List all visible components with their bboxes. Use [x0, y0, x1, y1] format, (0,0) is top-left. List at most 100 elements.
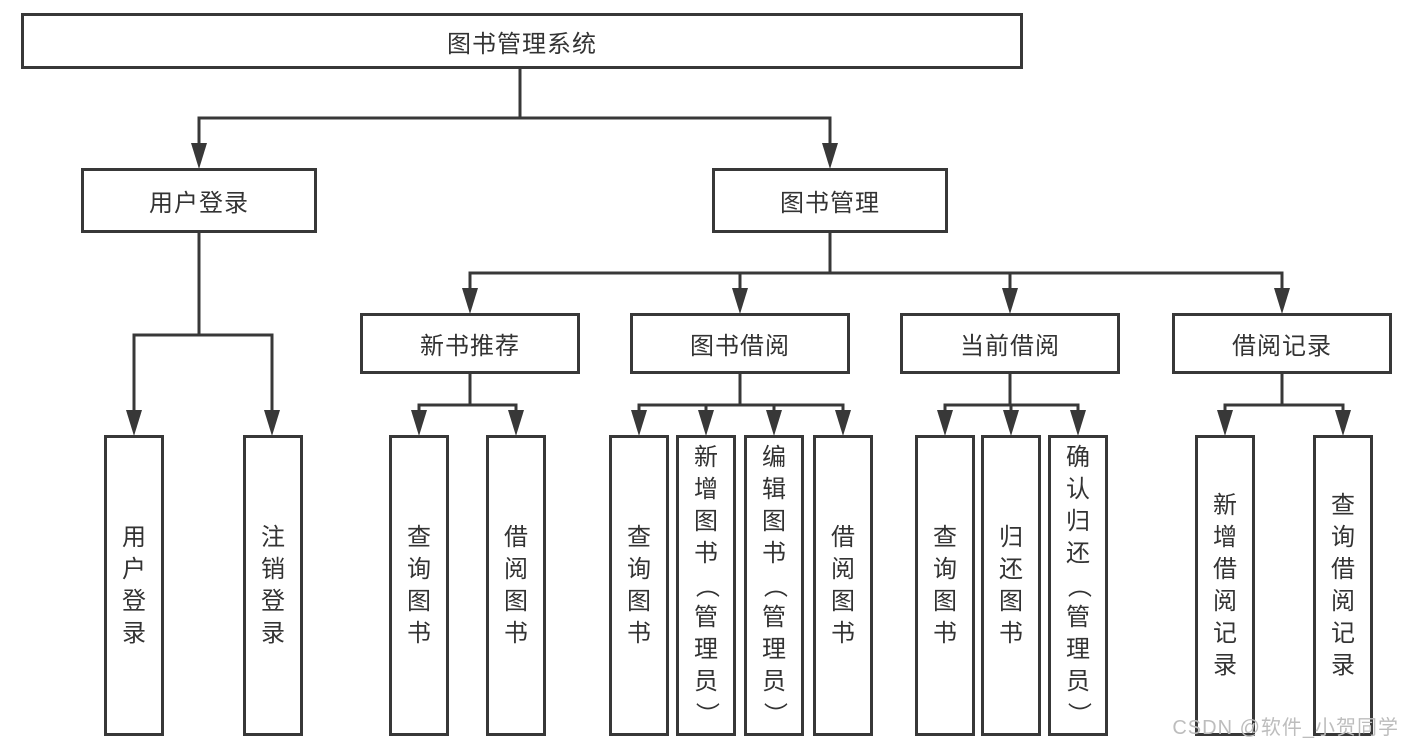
- vertical-label-char: 书: [933, 619, 957, 647]
- vertical-label-char: 新: [1213, 491, 1237, 519]
- vertical-label-char: 归: [1066, 507, 1090, 535]
- arrowhead-icon: [264, 410, 280, 436]
- arrowhead-icon: [937, 410, 953, 436]
- leaf-logout: 注销登录: [243, 435, 303, 736]
- vertical-label-char: 认: [1066, 475, 1090, 503]
- vertical-label-char: 询: [933, 555, 957, 583]
- vertical-label-char: 图: [933, 587, 957, 615]
- vertical-label-char: 理: [1066, 635, 1090, 663]
- vertical-label-char: 图: [504, 587, 528, 615]
- arrowhead-icon: [508, 410, 524, 436]
- arrowhead-icon: [698, 410, 714, 436]
- vertical-label-char: 管: [762, 603, 786, 631]
- arrowhead-icon: [411, 410, 427, 436]
- vertical-label-char: 阅: [831, 555, 855, 583]
- vertical-label-char: 查: [627, 523, 651, 551]
- vertical-label-char: ）: [693, 701, 720, 726]
- arrowhead-icon: [1217, 410, 1233, 436]
- vertical-label-char: 查: [407, 523, 431, 551]
- leaf-bor-edit-books: 编辑图书（管理员）: [744, 435, 804, 736]
- leaf-bor-borrow-books: 借阅图书: [813, 435, 873, 736]
- arrowhead-icon: [835, 410, 851, 436]
- connector-current-borrow: [943, 374, 1080, 412]
- vertical-label-char: 录: [1331, 651, 1355, 679]
- leaf-bor-query-books: 查询图书: [609, 435, 669, 736]
- vertical-label-char: 编: [762, 443, 786, 471]
- connector-user-login: [132, 233, 274, 412]
- vertical-label-char: 借: [831, 523, 855, 551]
- vertical-label-char: 注: [261, 523, 285, 551]
- csdn-watermark: CSDN @软件_小贺同学: [1172, 717, 1399, 739]
- vertical-label-char: ）: [761, 701, 788, 726]
- vertical-label-char: 录: [1213, 651, 1237, 679]
- vertical-label-char: 询: [407, 555, 431, 583]
- vertical-label-char: 管: [1066, 603, 1090, 631]
- node-book-mgmt: 图书管理: [712, 168, 948, 233]
- node-new-book-rec-label: 新书推荐: [420, 333, 520, 360]
- arrowhead-icon: [766, 410, 782, 436]
- leaf-cur-return-books: 归还图书: [981, 435, 1041, 736]
- arrowhead-icon: [822, 143, 838, 169]
- node-user-login: 用户登录: [81, 168, 317, 233]
- vertical-label-char: 新: [694, 443, 718, 471]
- vertical-label-char: 图: [762, 507, 786, 535]
- vertical-label-char: 还: [999, 555, 1023, 583]
- vertical-label-char: 员: [694, 667, 718, 695]
- node-book-borrow: 图书借阅: [630, 313, 850, 374]
- leaf-user-login: 用户登录: [104, 435, 164, 736]
- vertical-label-char: 阅: [504, 555, 528, 583]
- arrowhead-icon: [732, 288, 748, 314]
- vertical-label-char: 图: [831, 587, 855, 615]
- vertical-label-char: 借: [1331, 555, 1355, 583]
- vertical-label-char: 书: [407, 619, 431, 647]
- vertical-label-char: 询: [1331, 523, 1355, 551]
- vertical-label-char: 书: [694, 539, 718, 567]
- vertical-label-char: 记: [1331, 619, 1355, 647]
- vertical-label-char: 员: [762, 667, 786, 695]
- vertical-label-char: 借: [504, 523, 528, 551]
- vertical-label-char: 销: [261, 555, 285, 583]
- node-borrow-records: 借阅记录: [1172, 313, 1392, 374]
- connector-borrow-records: [1223, 374, 1345, 412]
- arrowhead-icon: [631, 410, 647, 436]
- arrowhead-icon: [1002, 288, 1018, 314]
- node-current-borrow-label: 当前借阅: [960, 333, 1060, 360]
- arrowhead-icon: [191, 143, 207, 169]
- vertical-label-char: 增: [694, 475, 718, 503]
- connector-new-book-rec: [417, 374, 518, 412]
- node-root: 图书管理系统: [21, 13, 1023, 69]
- node-user-login-label: 用户登录: [149, 190, 249, 217]
- vertical-label-char: 辑: [762, 475, 786, 503]
- vertical-label-char: （: [1065, 573, 1092, 598]
- connector-root: [197, 69, 832, 146]
- vertical-label-char: 图: [627, 587, 651, 615]
- vertical-label-char: 阅: [1213, 587, 1237, 615]
- vertical-label-char: 图: [694, 507, 718, 535]
- vertical-label-char: 阅: [1331, 587, 1355, 615]
- node-book-mgmt-label: 图书管理: [780, 190, 880, 217]
- vertical-label-char: 户: [122, 555, 146, 583]
- vertical-label-char: 登: [122, 587, 146, 615]
- leaf-cur-confirm-return: 确认归还（管理员）: [1048, 435, 1108, 736]
- vertical-label-char: 理: [762, 635, 786, 663]
- vertical-label-char: 还: [1066, 539, 1090, 567]
- arrowhead-icon: [1003, 410, 1019, 436]
- vertical-label-char: 询: [627, 555, 651, 583]
- leaf-hist-query-record: 查询借阅记录: [1313, 435, 1373, 736]
- vertical-label-char: （: [693, 573, 720, 598]
- vertical-label-char: 查: [1331, 491, 1355, 519]
- vertical-label-char: 书: [999, 619, 1023, 647]
- vertical-label-char: 理: [694, 635, 718, 663]
- leaf-hist-add-record: 新增借阅记录: [1195, 435, 1255, 736]
- vertical-label-char: 书: [762, 539, 786, 567]
- node-book-borrow-label: 图书借阅: [690, 333, 790, 360]
- vertical-label-char: 录: [122, 619, 146, 647]
- leaf-cur-query-books: 查询图书: [915, 435, 975, 736]
- vertical-label-char: 确: [1066, 443, 1090, 471]
- connector-book-borrow: [637, 374, 845, 412]
- node-current-borrow: 当前借阅: [900, 313, 1120, 374]
- vertical-label-char: 借: [1213, 555, 1237, 583]
- vertical-label-char: ）: [1065, 701, 1092, 726]
- connector-book-mgmt: [468, 233, 1284, 290]
- vertical-label-char: 管: [694, 603, 718, 631]
